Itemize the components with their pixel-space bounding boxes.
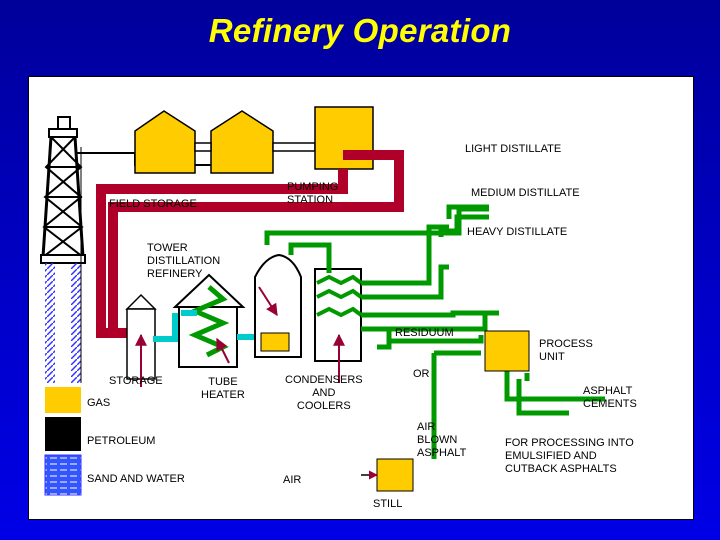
storage-label: STORAGE	[109, 375, 163, 387]
tube-heater-label: TUBE HEATER	[201, 376, 245, 401]
heater-flow-arrow	[216, 337, 230, 364]
air-label: AIR	[283, 474, 302, 486]
heavy-distillate-label: HEAVY DISTILLATE	[467, 226, 568, 238]
slide-title: Refinery Operation	[208, 12, 512, 49]
light-distillate-label: LIGHT DISTILLATE	[465, 143, 562, 155]
gas-layer	[45, 387, 81, 413]
pumping-station-label: PUMPING STATION	[287, 181, 339, 206]
gas-label: GAS	[87, 397, 111, 409]
tube-heater	[153, 273, 255, 368]
petroleum-layer	[45, 417, 81, 451]
field-storage-tanks	[134, 110, 316, 174]
or-label: OR	[413, 368, 430, 380]
sand-water-layer	[44, 454, 82, 496]
condensers-and-coolers-label: CONDENSERS AND COOLERS	[285, 374, 363, 412]
oil-derrick	[40, 116, 86, 264]
petroleum-label: PETROLEUM	[87, 435, 156, 447]
tower-flow-arrow	[258, 286, 278, 317]
process-unit	[484, 330, 530, 372]
distillation-tower	[254, 253, 302, 358]
medium-distillate-label: MEDIUM DISTILLATE	[471, 187, 580, 199]
process-unit-label: PROCESS UNIT	[539, 338, 593, 363]
sand-and-water-label: SAND AND WATER	[87, 473, 185, 485]
field-storage-label: FIELD STORAGE	[109, 198, 197, 210]
refinery-diagram	[40, 106, 605, 496]
residuum-label: RESIDUUM	[395, 327, 454, 339]
well-casing	[45, 147, 82, 383]
crude-return-pipeline	[108, 150, 404, 329]
air-blown-asphalt-label: AIR BLOWN ASPHALT	[417, 421, 467, 459]
tower-distillation-refinery-label: TOWER DISTILLATION REFINERY	[147, 242, 221, 280]
asphalt-cements-label: ASPHALT CEMENTS	[583, 385, 637, 410]
still-label: STILL	[373, 498, 403, 510]
still	[376, 458, 414, 492]
for-processing-label: FOR PROCESSING INTO EMULSIFIED AND CUTBA…	[505, 437, 634, 475]
diagram-panel: LIGHT DISTILLATE MEDIUM DISTILLATE HEAVY…	[28, 76, 694, 520]
